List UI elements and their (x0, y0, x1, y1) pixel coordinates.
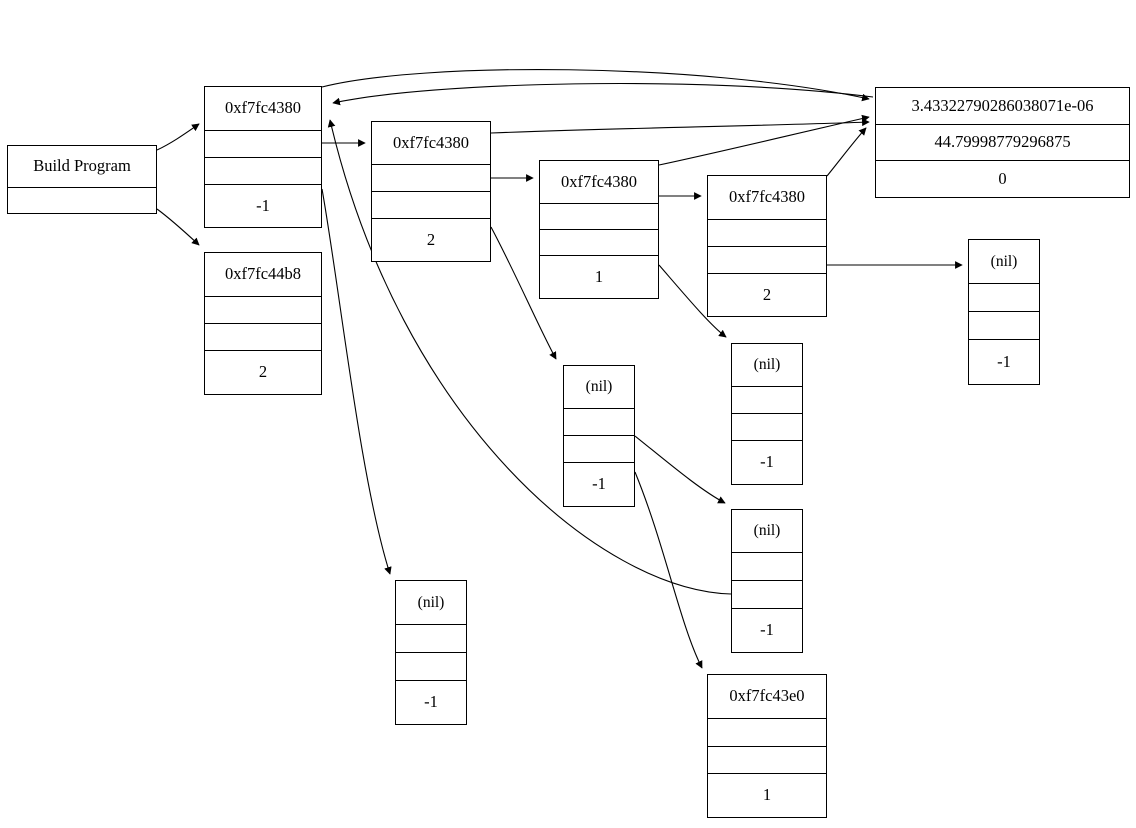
node-slot-1 (708, 718, 826, 746)
nil-node-lower-right[interactable]: (nil) -1 (731, 509, 803, 653)
value-epsilon: 3.43322790286038071e-06 (911, 95, 1094, 115)
nil-label: (nil) (753, 356, 781, 374)
build-program-label: Build Program (33, 156, 131, 176)
nil-label: (nil) (990, 252, 1018, 270)
node-0xf7fc44b8[interactable]: 0xf7fc44b8 2 (204, 252, 322, 395)
edge-n1-top-to-val (321, 68, 870, 102)
node-refcount: -1 (564, 462, 634, 506)
nil-node-upper-right[interactable]: (nil) -1 (731, 343, 803, 485)
node-slot-2 (708, 745, 826, 774)
node-refcount: -1 (396, 679, 466, 725)
node-refcount: -1 (732, 440, 802, 484)
nil-label: (nil) (753, 522, 781, 540)
build-program-slot-1 (8, 187, 156, 213)
node-slot-1 (969, 282, 1039, 311)
node-0xf7fc4380-c[interactable]: 0xf7fc4380 1 (539, 160, 659, 299)
nil-node-bottom-left[interactable]: (nil) -1 (395, 580, 467, 725)
value-zero: 0 (876, 160, 1129, 197)
nil-node-right[interactable]: (nil) -1 (968, 239, 1040, 385)
node-slot-2 (205, 323, 321, 350)
node-slot-2 (732, 580, 802, 608)
node-refcount: 2 (372, 217, 490, 261)
node-address: 0xf7fc4380 (224, 98, 302, 117)
node-slot-2 (732, 413, 802, 440)
node-0xf7fc4380-a[interactable]: 0xf7fc4380 -1 (204, 86, 322, 228)
node-refcount: -1 (205, 183, 321, 228)
node-slot-1 (540, 202, 658, 229)
nil-label: (nil) (585, 378, 613, 396)
node-refcount: -1 (969, 339, 1039, 384)
build-program-node[interactable]: Build Program (7, 145, 157, 214)
node-0xf7fc43e0[interactable]: 0xf7fc43e0 1 (707, 674, 827, 818)
node-slot-1 (708, 218, 826, 246)
nil-label: (nil) (417, 593, 445, 611)
value-number: 44.79998779296875 (876, 123, 1129, 161)
edge-val-to-n1-top (332, 82, 874, 106)
node-address: 0xf7fc43e0 (729, 686, 805, 706)
node-slot-1 (732, 552, 802, 580)
node-slot-2 (540, 229, 658, 255)
node-refcount: 2 (708, 272, 826, 317)
edge-nilA-to-n6 (634, 471, 703, 669)
node-address: 0xf7fc4380 (728, 187, 806, 206)
edge-n2-to-val (490, 118, 870, 134)
node-slot-2 (708, 245, 826, 273)
node-slot-2 (396, 651, 466, 680)
node-slot-2 (205, 156, 321, 184)
node-slot-1 (205, 129, 321, 157)
node-refcount: 1 (708, 773, 826, 817)
edge-root-to-n1 (156, 123, 200, 151)
node-0xf7fc4380-d[interactable]: 0xf7fc4380 2 (707, 175, 827, 317)
node-refcount: -1 (732, 607, 802, 652)
node-slot-2 (564, 435, 634, 462)
node-address: 0xf7fc4380 (392, 132, 470, 152)
node-slot-1 (732, 385, 802, 413)
node-slot-1 (396, 623, 466, 652)
node-slot-1 (205, 295, 321, 323)
node-address: 0xf7fc44b8 (224, 264, 302, 284)
node-slot-1 (372, 164, 490, 191)
node-slot-1 (564, 407, 634, 435)
edge-root-to-n5 (156, 208, 200, 246)
node-slot-2 (372, 191, 490, 218)
node-refcount: 2 (205, 350, 321, 394)
node-slot-2 (969, 311, 1039, 339)
node-address: 0xf7fc4380 (560, 171, 638, 191)
edge-nilA-to-nilC (634, 435, 726, 504)
node-refcount: 1 (540, 255, 658, 298)
edge-n4-to-val (826, 127, 867, 177)
value-node[interactable]: 3.43322790286038071e-06 44.7999877929687… (875, 87, 1130, 198)
node-0xf7fc4380-b[interactable]: 0xf7fc4380 2 (371, 121, 491, 262)
nil-node-center[interactable]: (nil) -1 (563, 365, 635, 507)
edge-n3-to-val (658, 114, 870, 166)
